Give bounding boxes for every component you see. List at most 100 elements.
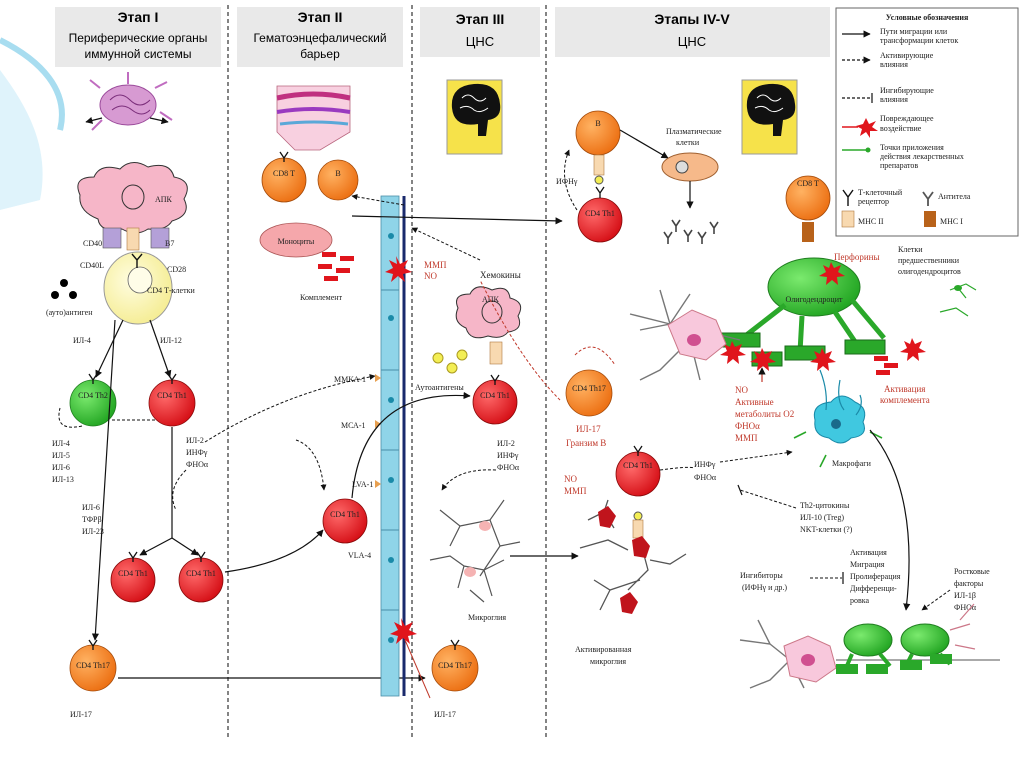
- growth-factors-label: Ростковые: [954, 567, 990, 576]
- brain-icon: [446, 79, 503, 155]
- th17-label: CD4 Th17: [572, 384, 606, 393]
- svg-text:влияния: влияния: [880, 95, 908, 104]
- autoantigen-dot: [432, 352, 444, 364]
- stage-subtitle: ЦНС: [678, 34, 706, 49]
- antigen-dot: [60, 279, 68, 287]
- neuron-illustration: [629, 289, 741, 381]
- chemokines-label: Хемокины: [480, 270, 521, 280]
- th17-label: CD4 Th17: [438, 661, 472, 670]
- cytokine-label: ИЛ-23: [82, 527, 104, 536]
- activated-microglia-label: микроглия: [590, 657, 626, 666]
- legend-item-migration: Пути миграции или трансформации клеток: [842, 27, 958, 45]
- lva1-label: LVA-1: [352, 480, 373, 489]
- granzyme-label: Гранзим B: [566, 438, 606, 448]
- precursor-label: олигодендроцитов: [898, 267, 961, 276]
- apc-cell: АПК: [455, 286, 522, 339]
- brain-icon: [741, 79, 798, 155]
- ifn-label: ИФНγ: [556, 177, 578, 186]
- cd28-label: CD28: [167, 265, 186, 274]
- cytokine-label: ИНФγ: [497, 451, 519, 460]
- apc-cell: АПК: [77, 162, 188, 234]
- mhc2-molecule: [126, 227, 140, 251]
- inhibitors-label: Ингибиторы: [740, 571, 783, 580]
- stage-title: Этап II: [298, 9, 343, 25]
- damage-star-icon: [856, 118, 878, 138]
- cytokine-label: ИЛ-13: [52, 475, 74, 484]
- il17-label: ИЛ-17: [70, 710, 92, 719]
- stage-header-1: Этап I Периферические органы иммунной си…: [55, 7, 221, 67]
- cd40l-label: CD40L: [80, 261, 104, 270]
- cd4-th1-cell: CD4 Th1: [615, 445, 661, 497]
- lymph-node-illustration: [85, 72, 173, 131]
- cd4-th1-cell: CD4 Th1: [322, 498, 368, 544]
- cd4-th2-cell: CD4 Th2: [69, 373, 117, 427]
- no-label: NO: [564, 474, 577, 484]
- autoantigen-dot: [446, 362, 458, 374]
- svg-text:Антитела: Антитела: [938, 192, 971, 201]
- legend-item-drug: Точки приложения действия лекарственных …: [842, 143, 964, 170]
- cd4-th17-cell: CD4 Th17: [565, 369, 613, 417]
- tcr-icon: [842, 189, 854, 206]
- cd4-th1-cell: CD4 Th1: [178, 551, 224, 603]
- complement-icons: [318, 252, 354, 281]
- macrophages-label: Макрофаги: [832, 459, 872, 468]
- il12-label: ИЛ-12: [160, 336, 182, 345]
- svg-text:препаратов: препаратов: [880, 161, 918, 170]
- repair-label: Пролиферация: [850, 572, 901, 581]
- legend: Условные обозначения Пути миграции или т…: [835, 7, 1019, 237]
- mhc1-icon: [924, 211, 936, 227]
- microglia-label: Микроглия: [468, 613, 506, 622]
- plasma-cell: [661, 152, 719, 182]
- damage-star-icon: [810, 348, 836, 371]
- cytokine-label: ИНФγ: [186, 448, 208, 457]
- th1-label: CD4 Th1: [118, 569, 148, 578]
- stage-header-3: Этап III ЦНС: [420, 7, 540, 57]
- stage-subtitle: Гематоэнцефалический: [253, 31, 386, 45]
- cd4-th1-cell: CD4 Th1: [148, 373, 196, 427]
- antigen-dot: [51, 291, 59, 299]
- th1-label: CD4 Th1: [585, 209, 615, 218]
- inhibitors-label: (ИФНγ и др.): [742, 583, 787, 592]
- cd8-t-cell: CD8 Т: [261, 151, 307, 203]
- cytokine-label: ФНОα: [694, 473, 717, 482]
- blood-vessel-illustration: [276, 85, 351, 151]
- complement-activation-label: комплемента: [880, 395, 930, 405]
- autoantigen-label: (ауто)антиген: [46, 308, 93, 317]
- th17-label: CD4 Th17: [76, 661, 110, 670]
- antigen-dot: [69, 291, 77, 299]
- vla4-label: VLA-4: [348, 551, 371, 560]
- th2-cytokines-label: Th2-цитокины: [800, 501, 850, 510]
- no-label: NO: [424, 271, 437, 281]
- cytokine-label: ИЛ-2: [497, 439, 515, 448]
- svg-text:действия лекарственных: действия лекарственных: [880, 152, 964, 161]
- oligodendrocyte-label: Олигодендроцит: [786, 295, 843, 304]
- svg-text:Повреждающее: Повреждающее: [880, 114, 934, 123]
- mmp-label: ММП: [424, 260, 447, 270]
- th1-label: CD4 Th1: [330, 510, 360, 519]
- cytokine-label: ФНОα: [497, 463, 520, 472]
- cd4-th1-cell: CD4 Th1: [110, 551, 156, 603]
- stage-title: Этап III: [456, 11, 505, 27]
- mmka1-label: ММКА-1: [334, 375, 366, 384]
- cd40-receptor: [102, 227, 122, 249]
- svg-text:MHC I: MHC I: [940, 217, 963, 226]
- background-accent: [0, 37, 65, 131]
- precursor-label: предшественники: [898, 256, 960, 265]
- stage-title: Этапы IV-V: [654, 11, 730, 27]
- monocyte-cell: Моноциты: [259, 222, 333, 258]
- svg-text:MHC II: MHC II: [858, 217, 884, 226]
- precursor-label: Клетки: [898, 245, 923, 254]
- activated-microglia-illustration: [579, 499, 687, 614]
- legend-title: Условные обозначения: [886, 13, 969, 22]
- mhc2-icon: [841, 210, 855, 228]
- repair-label: ровка: [850, 596, 870, 605]
- b7-receptor: [150, 227, 170, 249]
- svg-text:Т-клеточный: Т-клеточный: [858, 188, 903, 197]
- apc-label: АПК: [482, 295, 500, 304]
- cytokine-label: ФНОα: [186, 460, 209, 469]
- stage-subtitle: ЦНС: [466, 34, 494, 49]
- antibody-icon: [922, 191, 934, 206]
- stage-subtitle: барьер: [300, 47, 340, 61]
- cd8-t-cell: CD8 Т: [785, 175, 831, 221]
- cd4-th1-cell: CD4 Th1: [472, 374, 518, 425]
